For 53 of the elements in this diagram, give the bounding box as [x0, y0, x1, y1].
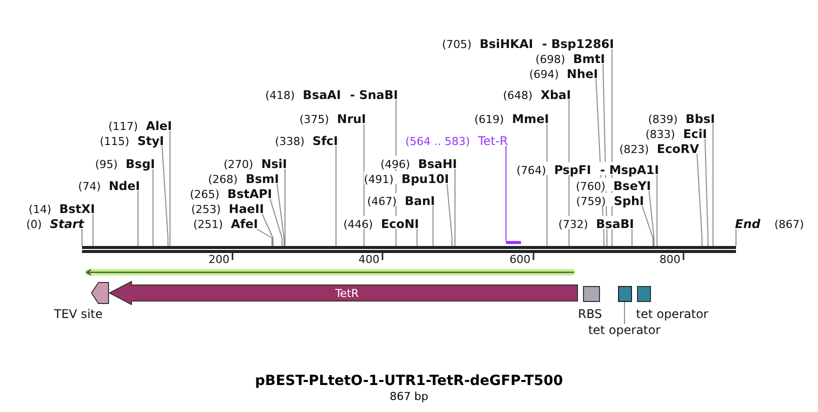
leader-line — [270, 198, 282, 246]
scale-label: 600 — [510, 253, 530, 266]
leader-line — [262, 213, 274, 246]
enzyme-site-label: (251) AfeI — [193, 216, 258, 228]
enzyme-site-label: (833) EciI — [646, 126, 707, 138]
enzyme-site-label: (732) BsaBI — [558, 216, 634, 228]
enzyme-site-label: (74) NdeI — [78, 178, 140, 190]
sequence-end-label: End (867) — [735, 216, 804, 228]
enzyme-site-label: (760) BseYI — [576, 178, 651, 190]
scale-label: 800 — [660, 253, 680, 266]
leader-line — [696, 153, 702, 246]
enzyme-site-label: (694) NheI — [529, 66, 598, 78]
sequence-length: 867 bp — [390, 390, 428, 402]
feature-box — [618, 286, 632, 302]
leader-line — [546, 123, 548, 246]
leader-line — [704, 138, 708, 246]
leader-line — [256, 228, 272, 246]
primer-bar — [506, 241, 521, 244]
map-title: pBEST-PLtetO-1-UTR1-TetR-deGFP-T500 — [255, 373, 563, 389]
scale-label: 400 — [358, 253, 380, 266]
enzyme-site-label: (496) BsaHI — [380, 156, 457, 168]
feature-label: TEV site — [54, 308, 103, 321]
feature-label: RBS — [578, 308, 602, 321]
leader-line — [656, 174, 658, 246]
enzyme-site-label: (467) BanI — [367, 192, 435, 206]
scale-label: 200 — [208, 253, 230, 266]
leader-line — [284, 168, 286, 246]
leader-line — [454, 168, 456, 246]
leader-line — [432, 205, 434, 246]
sequence-backbone — [82, 246, 736, 253]
enzyme-site-label: (491) Bpu10I — [364, 170, 449, 184]
leader-line — [416, 228, 418, 246]
leader-line — [648, 190, 654, 246]
leader-line — [152, 168, 154, 246]
leader-line — [92, 213, 94, 246]
leader-line — [642, 205, 654, 246]
leader-line — [624, 301, 625, 324]
feature-label: TetR — [335, 286, 359, 300]
enzyme-site-label: (759) SphI — [576, 192, 644, 206]
enzyme-site-label: (117) AleI — [108, 118, 172, 130]
enzyme-site-label: (705) BsiHKAI - Bsp1286I — [442, 36, 614, 48]
leader-line — [276, 183, 284, 246]
leader-line — [446, 183, 452, 246]
enzyme-site-label: (446) EcoNI — [343, 216, 419, 228]
enzyme-site-label: (270) NsiI — [224, 156, 287, 168]
feature-label: tet operator — [588, 324, 660, 337]
enzyme-site-label: (839) BbsI — [648, 110, 715, 124]
enzyme-site-label: (764) PspFI - MspA1I — [516, 162, 659, 174]
leader-line — [162, 145, 168, 246]
enzyme-site-label: (338) SfcI — [274, 132, 338, 146]
feature-label: tet operator — [636, 308, 708, 321]
leader-line — [712, 123, 714, 246]
enzyme-site-label: (648) XbaI — [503, 86, 571, 100]
